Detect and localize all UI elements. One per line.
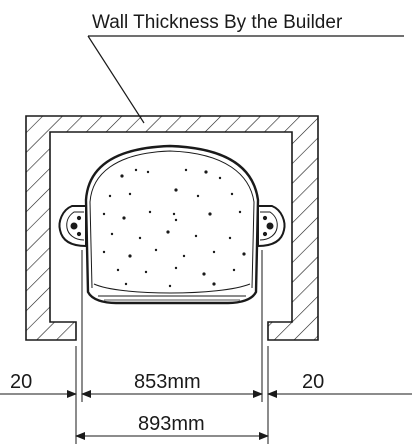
shaft-wall [25, 115, 319, 341]
texture-dot [208, 212, 212, 216]
texture-dot [110, 232, 114, 236]
texture-dot [174, 218, 178, 222]
texture-dot [138, 236, 142, 240]
texture-dot [242, 252, 246, 256]
texture-dot [146, 170, 150, 174]
texture-dot [154, 248, 158, 252]
texture-dot [218, 176, 222, 180]
texture-dot [238, 210, 242, 214]
texture-dot [120, 174, 124, 178]
texture-dot [124, 282, 128, 286]
right-handle [257, 205, 286, 248]
outer-width-value: 893mm [138, 413, 205, 435]
texture-dot [108, 194, 112, 198]
texture-dot [212, 250, 216, 254]
texture-dot [230, 192, 234, 196]
texture-dot [174, 188, 178, 192]
texture-dot [228, 236, 232, 240]
texture-dot [184, 168, 188, 172]
cabin-outline [84, 144, 260, 305]
texture-dot [128, 254, 132, 258]
texture-dot [102, 212, 106, 216]
texture-dot [122, 216, 126, 220]
texture-dot [168, 284, 172, 288]
texture-dot [174, 266, 178, 270]
wall-thickness-label: Wall Thickness By the Builder [92, 12, 343, 33]
texture-dot [194, 234, 198, 238]
texture-dot [116, 268, 120, 272]
inner-width-value: 853mm [134, 371, 201, 393]
texture-dot [204, 170, 208, 174]
texture-dot [202, 272, 206, 276]
wall-label-leader [87, 35, 404, 124]
cabin-texture [102, 168, 246, 288]
texture-dot [212, 282, 216, 286]
texture-dot [196, 194, 200, 198]
texture-dot [166, 230, 170, 234]
texture-dot [232, 268, 236, 272]
right-gap-value: 20 [302, 371, 324, 393]
texture-dot [128, 192, 132, 196]
left-gap-value: 20 [10, 371, 32, 393]
texture-dot [182, 254, 186, 258]
texture-dot [148, 210, 152, 214]
texture-dot [134, 168, 138, 172]
left-handle [58, 205, 87, 248]
texture-dot [102, 250, 106, 254]
texture-dot [144, 270, 148, 274]
texture-dot [172, 212, 176, 216]
